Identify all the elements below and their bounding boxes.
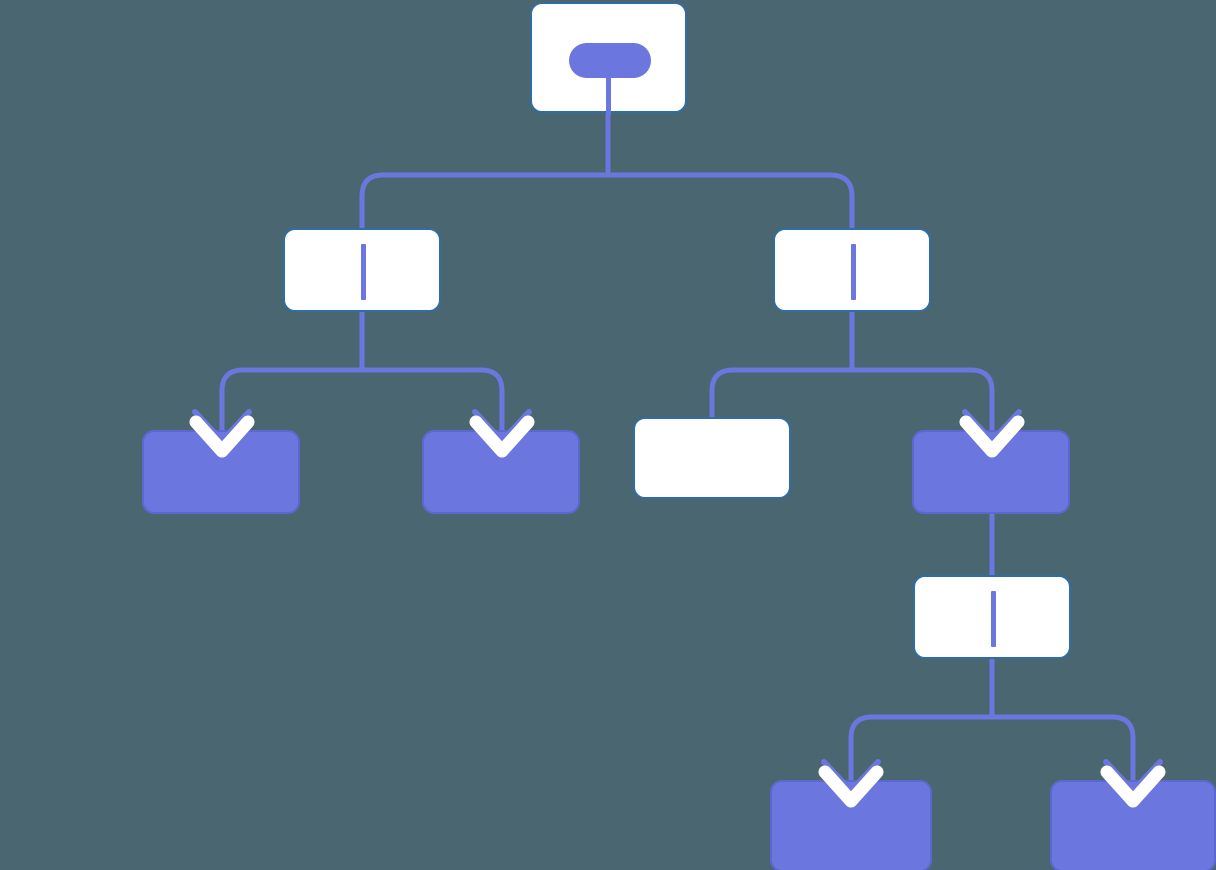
node-level4-right[interactable]: [1050, 780, 1216, 870]
node-divider: [851, 244, 856, 300]
node-root[interactable]: [530, 2, 687, 115]
edge-n1-n4: [359, 367, 505, 439]
node-level2-first[interactable]: [142, 430, 300, 514]
node-level2-second[interactable]: [422, 430, 580, 514]
edge-n2-n6: [849, 367, 995, 439]
node-level1-left[interactable]: [283, 228, 441, 312]
node-level2-third[interactable]: [633, 417, 791, 499]
node-level2-fourth[interactable]: [912, 430, 1070, 514]
edge-n0-n2: [605, 172, 855, 237]
node-level3[interactable]: [913, 575, 1071, 659]
edge-n0-n1: [359, 172, 611, 237]
edge-n7-n9: [989, 714, 1136, 789]
root-pill-icon: [569, 43, 651, 78]
root-pill-stem: [606, 74, 611, 115]
edge-n1-n3: [219, 367, 365, 439]
edge-n2-n5: [709, 367, 855, 422]
node-divider: [991, 591, 996, 647]
node-level1-right[interactable]: [773, 228, 931, 312]
node-level4-left[interactable]: [770, 780, 932, 870]
node-divider: [361, 244, 366, 300]
edge-n7-n8: [848, 714, 995, 789]
